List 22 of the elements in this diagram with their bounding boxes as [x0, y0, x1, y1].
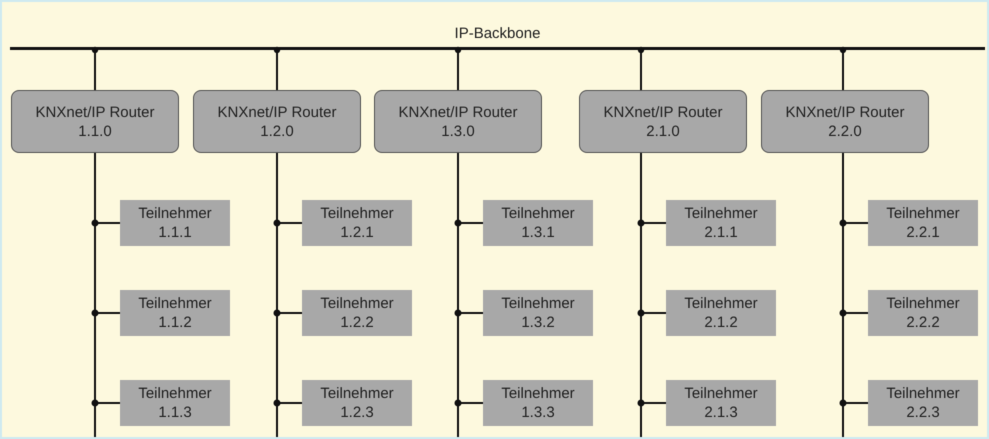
device-box: Teilnehmer 2.2.2 — [868, 290, 978, 336]
device-box: Teilnehmer 2.1.3 — [666, 380, 776, 426]
device-box: Teilnehmer 1.2.3 — [302, 380, 412, 426]
backbone-bus-line — [10, 24, 985, 50]
device-box: Teilnehmer 2.2.3 — [868, 380, 978, 426]
device-box: Teilnehmer 2.1.2 — [666, 290, 776, 336]
router-box: KNXnet/IP Router 2.2.0 — [761, 90, 929, 153]
device-box: Teilnehmer 1.2.2 — [302, 290, 412, 336]
device-box: Teilnehmer 1.1.1 — [120, 200, 230, 246]
router-box: KNXnet/IP Router 1.3.0 — [374, 90, 542, 153]
device-box: Teilnehmer 1.1.3 — [120, 380, 230, 426]
device-box: Teilnehmer 1.2.1 — [302, 200, 412, 246]
bus-label: IP-Backbone — [454, 24, 540, 43]
router-box: KNXnet/IP Router 1.2.0 — [193, 90, 361, 153]
device-box: Teilnehmer 1.3.2 — [483, 290, 593, 336]
device-box: Teilnehmer 1.3.1 — [483, 200, 593, 246]
device-box: Teilnehmer 1.3.3 — [483, 380, 593, 426]
router-box: KNXnet/IP Router 1.1.0 — [11, 90, 179, 153]
device-box: Teilnehmer 1.1.2 — [120, 290, 230, 336]
router-box: KNXnet/IP Router 2.1.0 — [579, 90, 747, 153]
device-box: Teilnehmer 2.1.1 — [666, 200, 776, 246]
device-box: Teilnehmer 2.2.1 — [868, 200, 978, 246]
